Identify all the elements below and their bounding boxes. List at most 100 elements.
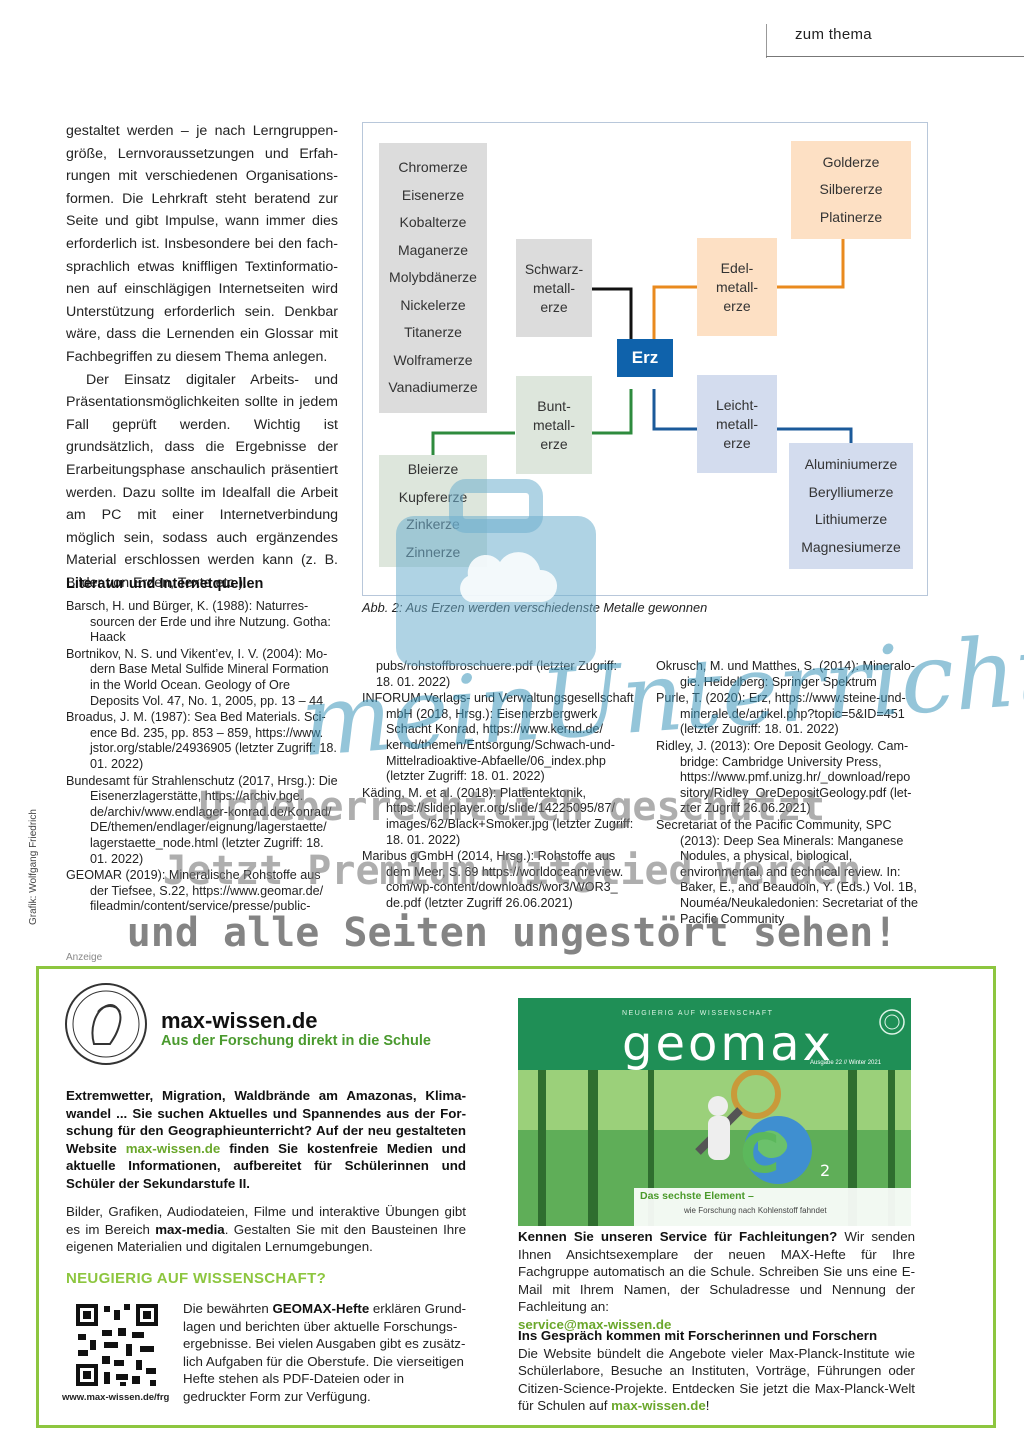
ad-media-text-part: Bilder, Grafiken, Audiodateien, Filme un…: [66, 1204, 466, 1237]
graphic-credit: Grafik: Wolfgang Friedrich: [28, 809, 39, 925]
ore-item: Aluminiumerze: [804, 456, 898, 472]
ad-heading: NEUGIERIG AUF WISSENSCHAFT?: [66, 1270, 327, 1287]
category-label: erze: [540, 435, 568, 452]
connector-green-items: [431, 431, 515, 457]
category-label: metall-: [532, 416, 575, 433]
ad-label: Anzeige: [66, 952, 103, 963]
center-node-erz: Erz: [617, 339, 673, 377]
precious-metal-category: Edel- metall- erze: [697, 238, 777, 336]
paragraph: Der Einsatz digitaler Arbeits- und Präse…: [66, 371, 338, 591]
ore-item: Zinkerze: [406, 516, 460, 532]
reference-item: Purle, T. (2020): Erz, https://www.stein…: [656, 691, 906, 737]
ad-intro-link[interactable]: max-wissen.de: [125, 1140, 221, 1156]
ore-item: Titanerze: [404, 324, 462, 341]
ad-talk-body: Die Website bündelt die Angebote vieler …: [518, 1345, 915, 1414]
reference-column-3: Okrusch, M. und Matthes, S. (2014): Mine…: [656, 659, 926, 928]
ore-item: Molybdänerze: [389, 269, 477, 286]
reference-item: pubs/rohstoffbroschuere.pdf (letzter Zug…: [376, 659, 618, 689]
ad-talk-text: Ins Gespräch kommen mit Forscherinnen un…: [518, 1327, 915, 1415]
category-label: Edel-: [720, 259, 754, 276]
ore-item: Zinnerze: [405, 543, 461, 560]
cover-banner-subtitle: wie Forschung nach Kohlenstoff fahndet: [684, 1206, 827, 1215]
reference-column-1: Barsch, H. und Bürger, K. (1988): Naturr…: [66, 599, 338, 916]
ad-geomax-bold: GEOMAX-Hefte: [272, 1301, 370, 1316]
geomax-cover-image: NEUGIERIG AUF WISSENSCHAFT geomax Ausgab…: [518, 998, 911, 1226]
ore-diagram: Chromerze Eisenerze Kobalterze Maganerze…: [362, 122, 928, 596]
base-metal-ore-list: Bleierze Kupfererze Zinkerze Zinnerze: [379, 455, 487, 567]
category-label: erze: [723, 434, 751, 451]
cover-header: [518, 998, 911, 1070]
reference-item: Barsch, H. und Bürger, K. (1988): Naturr…: [66, 599, 331, 645]
ad-talk-bold: Ins Gespräch kommen mit Forscherinnen un…: [518, 1328, 878, 1343]
ad-title: max-wissen.de: [161, 1008, 318, 1033]
base-metal-category: Bunt- metall- erze: [516, 376, 592, 474]
co2-letter: C: [740, 1122, 780, 1185]
header-rule: [766, 56, 1024, 57]
section-label: zum thema: [795, 26, 872, 43]
category-label: Schwarz-: [524, 260, 584, 277]
ad-media-text: Bilder, Grafiken, Audiodateien, Filme un…: [66, 1203, 466, 1256]
ore-item: Eisenerze: [401, 186, 465, 203]
reference-item: Ridley, J. (2013): Ore Deposit Geology. …: [656, 738, 912, 816]
ad-service-email-link[interactable]: service@max-wissen.de: [518, 1316, 672, 1332]
figure-caption: Abb. 2: Aus Erzen werden verschiedenste …: [362, 600, 708, 615]
connector-orange: [652, 285, 697, 351]
connector-blue: [652, 389, 697, 431]
reference-item: Maribus gGmbH (2014, Hrsg.): Rohstoffe a…: [362, 849, 624, 910]
ad-service-body: Wir senden Ihnen Ansichtsexemplare der n…: [518, 1229, 915, 1315]
ore-item: Bleierze: [407, 461, 459, 477]
center-label: Erz: [631, 348, 659, 367]
cover-issue: Ausgabe 22 // Winter 2021: [810, 1060, 882, 1066]
ore-item: Vanadiumerze: [388, 379, 478, 396]
ad-media-bold: max-media: [155, 1221, 225, 1237]
ore-item: Golderze: [822, 153, 880, 170]
reference-item: GEOMAR (2019): Mineralische Rohstoffe au…: [66, 868, 324, 914]
category-label: metall-: [715, 278, 758, 295]
light-metal-category: Leicht- metall- erze: [697, 375, 777, 473]
ore-item: Kobalterze: [399, 214, 467, 231]
ad-geomax-text: Die bewährten GEOMAX-Hefte erklären Grun…: [183, 1300, 467, 1406]
reference-item: Okrusch, M. und Matthes, S. (2014): Mine…: [656, 659, 915, 689]
reference-item: Broadus, J. M. (1987): Sea Bed Materials…: [66, 710, 337, 771]
ad-media-text-part: . Gestalten Sie mit den Bausteinen Ihre …: [66, 1221, 466, 1255]
ore-item: Silbererze: [819, 181, 883, 198]
co2-subscript: 2: [820, 1161, 830, 1180]
cover-brand: geomax: [622, 1016, 834, 1072]
ore-item: Nickelerze: [400, 296, 466, 313]
precious-metal-ore-list: Golderze Silbererze Platinerze: [791, 141, 911, 239]
ad-service-text: Kennen Sie unseren Service für Fachleitu…: [518, 1228, 915, 1334]
reference-item: Bundesamt für Strahlenschutz (2017, Hrsg…: [66, 773, 338, 866]
qr-code-icon[interactable]: [74, 1302, 160, 1388]
qr-caption[interactable]: www.max-wissen.de/frg: [62, 1392, 170, 1403]
ad-geomax-text-part: Die bewährten: [183, 1301, 273, 1316]
ad-talk-link[interactable]: max-wissen.de: [611, 1398, 706, 1414]
reference-item: Käding, M. et al. (2018): Plattentektoni…: [362, 785, 634, 847]
ad-intro: Extremwetter, Migration, Waldbrände am A…: [66, 1087, 466, 1193]
category-label: Bunt-: [537, 397, 571, 414]
black-metal-category: Schwarz- metall- erze: [516, 239, 592, 337]
ore-item: Chromerze: [398, 159, 468, 176]
ad-intro-text: finden Sie kostenfreie Medien und aktu­e…: [66, 1140, 466, 1191]
header-divider: [766, 24, 767, 58]
ore-item: Berylliumerze: [808, 483, 894, 500]
connector-green: [591, 389, 633, 435]
category-label: erze: [540, 298, 568, 315]
category-label: metall-: [715, 415, 758, 432]
reference-item: Bortnikov, N. S. und Vikent’ev, I. V. (2…: [66, 646, 329, 708]
ore-item: Kupfererze: [398, 488, 468, 505]
ore-item: Wolframerze: [393, 351, 473, 368]
category-label: Leicht-: [715, 396, 759, 413]
ore-item: Platinerze: [819, 208, 883, 225]
connector-orange-items: [777, 239, 845, 289]
diagram-connectors: [431, 239, 853, 457]
ad-subtitle: Aus der Forschung direkt in die Schule: [161, 1033, 431, 1049]
body-text: gestaltet werden – je nach Lerngruppen­g…: [66, 120, 338, 594]
connector-black: [591, 287, 633, 351]
cover-banner-title: Das sechste Element –: [640, 1190, 754, 1202]
category-label: metall-: [532, 279, 575, 296]
paragraph: gestaltet werden – je nach Lerngruppen­g…: [66, 123, 338, 365]
reference-item: Secretariat of the Pacific Community, SP…: [656, 817, 919, 926]
cover-banner: [634, 1188, 911, 1226]
ore-item: Maganerze: [397, 241, 469, 258]
category-label: erze: [723, 297, 751, 314]
